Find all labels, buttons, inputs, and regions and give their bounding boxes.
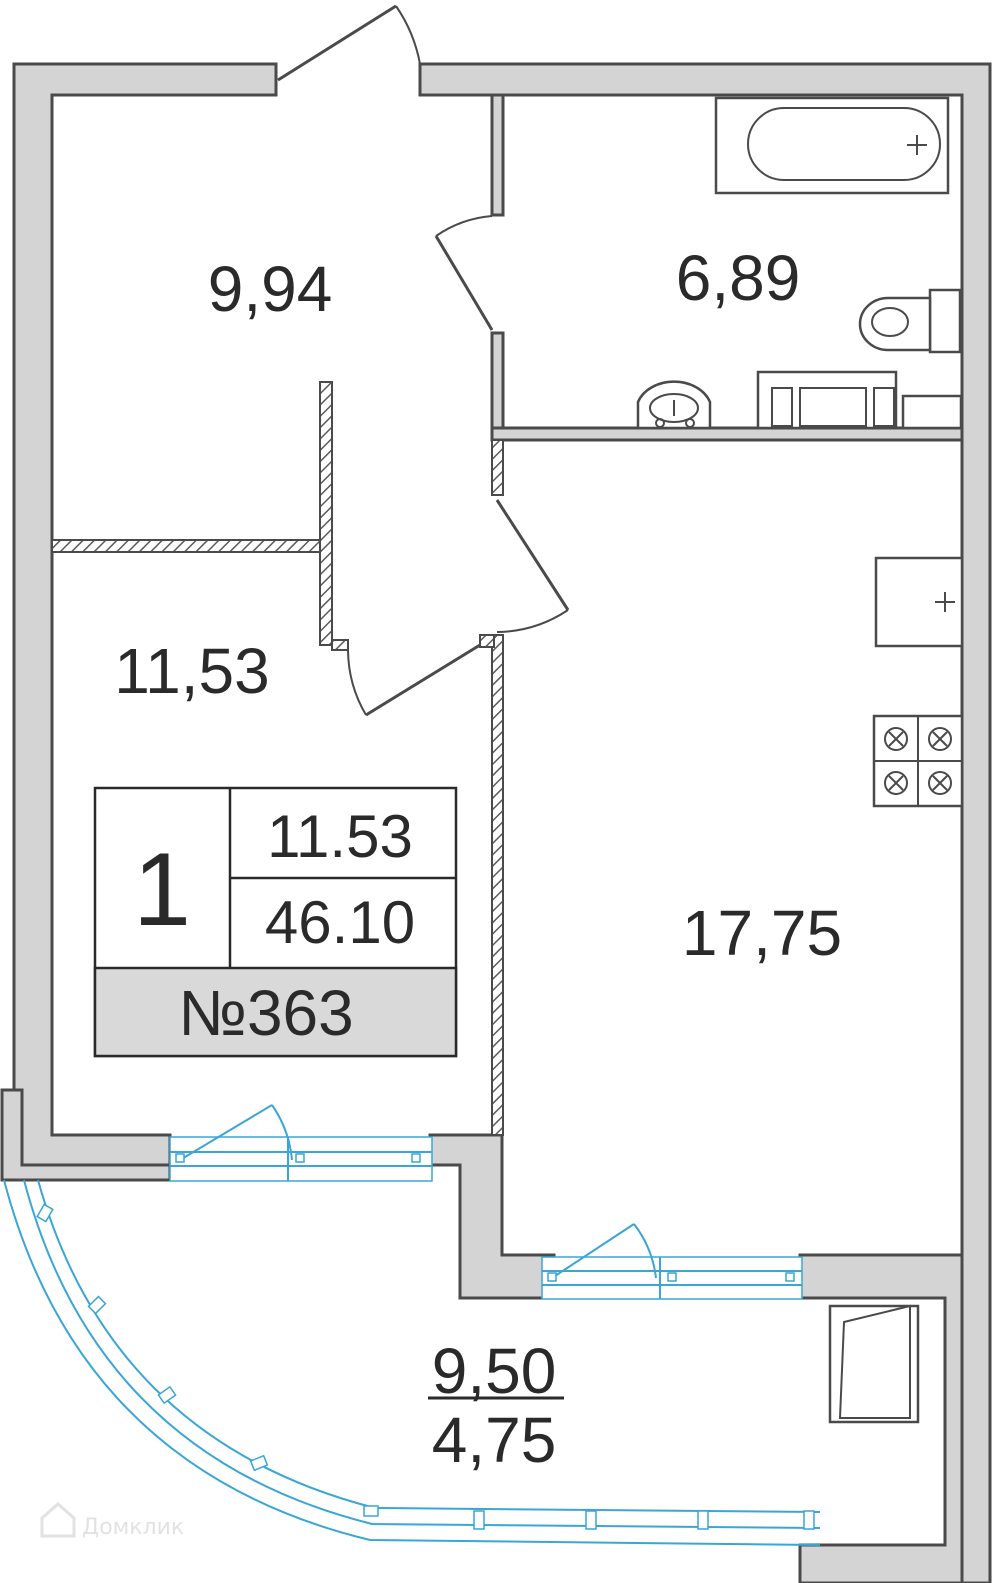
windows bbox=[169, 1104, 803, 1300]
loggia-glazing bbox=[3, 1179, 821, 1546]
watermark: Домклик bbox=[40, 1502, 184, 1540]
loggia-area: 9,50 bbox=[432, 1335, 557, 1407]
kitchen-fixtures bbox=[872, 556, 964, 808]
room-area-bedroom: 11,53 bbox=[114, 635, 269, 707]
doors bbox=[277, 4, 570, 717]
home-icon bbox=[40, 1502, 76, 1538]
room-area-bathroom: 6,89 bbox=[676, 242, 801, 314]
loggia-cabinet bbox=[828, 1304, 920, 1424]
apartment-number-badge bbox=[93, 966, 458, 1058]
watermark-text: Домклик bbox=[82, 1515, 184, 1540]
stove-burners bbox=[884, 727, 952, 795]
total-area-value: 46.10 bbox=[265, 889, 415, 956]
bathroom-fixtures bbox=[636, 96, 963, 430]
room-labels: 9,94 6,89 11,53 17,75 9,50 4,75 bbox=[114, 242, 842, 1476]
room-area-hall: 9,94 bbox=[208, 253, 333, 325]
rooms-count: 1 bbox=[133, 832, 191, 948]
living-area-value: 11.53 bbox=[267, 803, 413, 870]
loggia-reduced-area: 4,75 bbox=[432, 1404, 557, 1476]
interior-walls bbox=[51, 93, 964, 1136]
apartment-info-box: 1 11.53 46.10 №363 bbox=[93, 786, 458, 1058]
apartment-number: №363 bbox=[178, 977, 353, 1049]
room-area-kitchen-living: 17,75 bbox=[682, 897, 842, 969]
